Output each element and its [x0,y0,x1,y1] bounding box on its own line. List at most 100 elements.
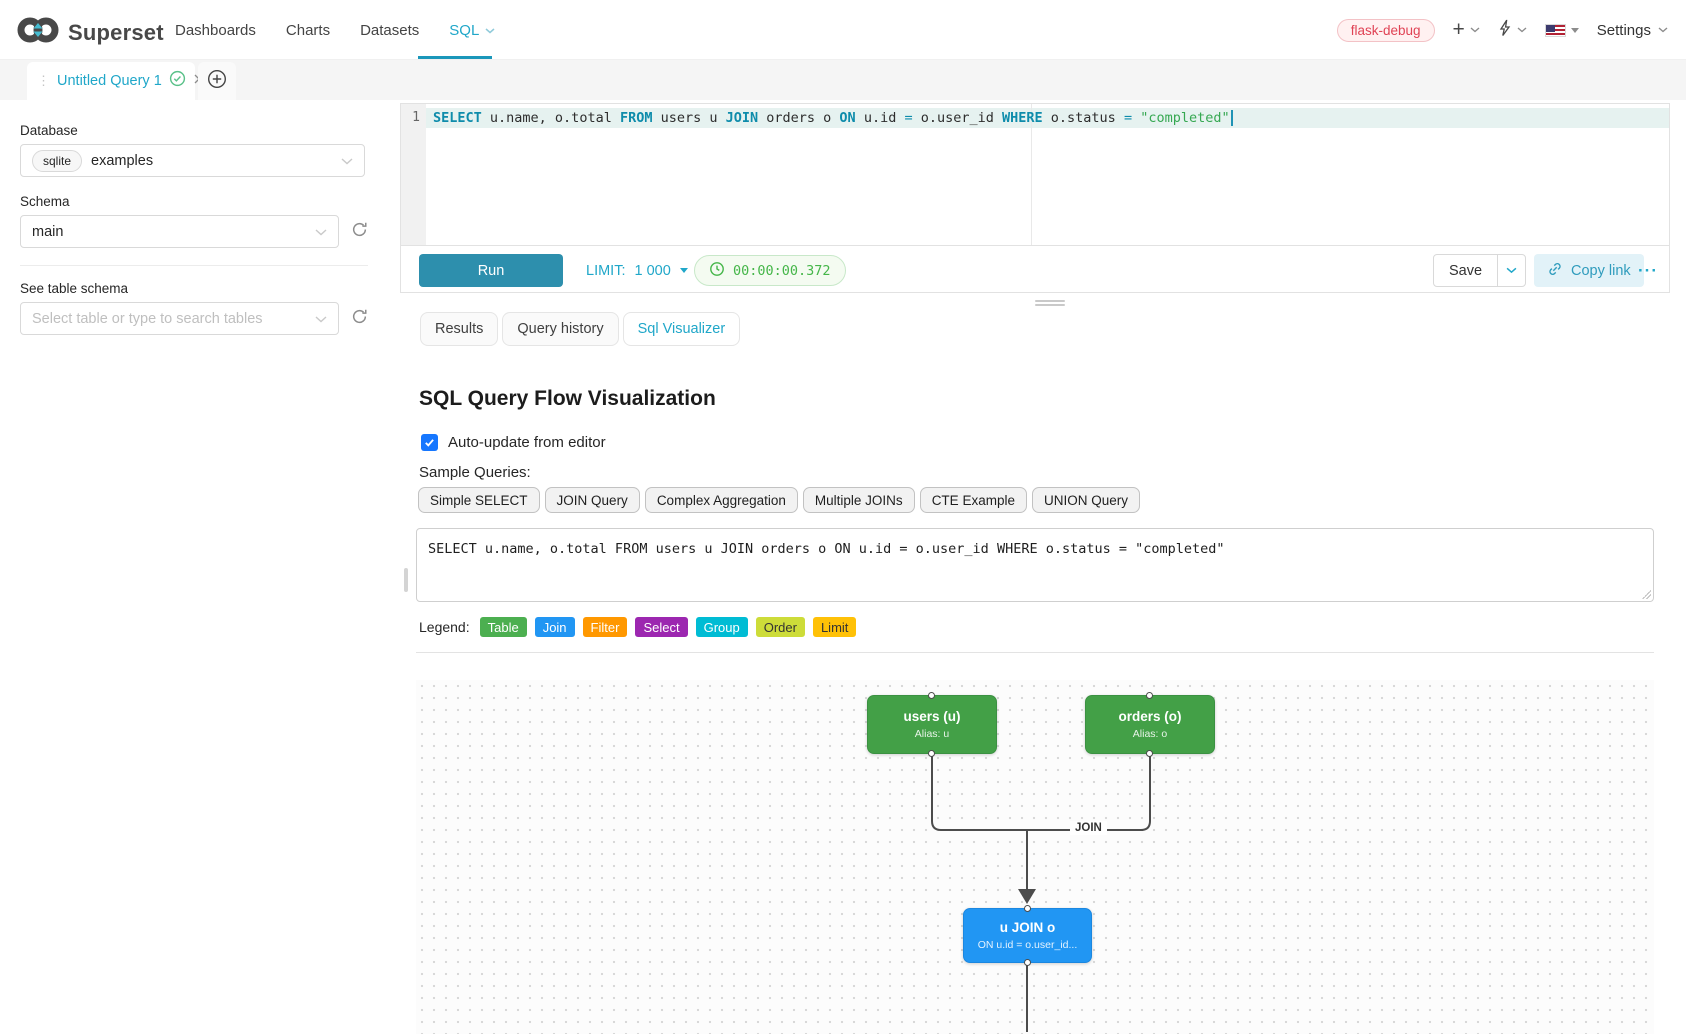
node-handle-top[interactable] [1023,905,1031,912]
sql-token: FROM [619,110,653,126]
environment-badge: flask-debug [1336,18,1435,42]
checkbox-checked-icon[interactable] [421,434,438,451]
sample-button-complex-aggregation[interactable]: Complex Aggregation [644,487,798,513]
sql-token: ON [839,110,856,126]
database-select[interactable]: sqlite examples [20,144,365,177]
flow-canvas[interactable]: JOIN users (u)Alias: u orders (o) Alias: o… [416,680,1654,1034]
caret-down-icon [679,268,688,273]
new-query-tab-button[interactable] [198,62,236,100]
nav-item-label: Datasets [360,21,420,39]
limit-value: 1 000 [634,262,671,279]
sample-button-join-query[interactable]: JOIN Query [544,487,640,513]
sql-token: u.id [855,110,905,126]
sql-token: u.name, o.total [481,110,620,126]
chevron-down-icon [341,153,353,169]
query-timer: 00:00:00.372 [694,255,846,286]
table-select[interactable]: Select table or type to search tables [20,302,339,335]
save-button[interactable]: Save [1433,254,1498,287]
nav-item-dashboards[interactable]: Dashboards [175,22,256,39]
node-title: orders (o) [1118,709,1182,724]
nav-item-sql[interactable]: SQL [449,22,495,39]
node-title: users (u) [903,709,961,724]
line-number: 1 [412,110,420,125]
query-tab-untitled-query-1[interactable]: ⋮ Untitled Query 1 [27,62,204,100]
table-schema-label: See table schema [20,281,129,296]
chevron-down-icon [1517,27,1527,33]
sql-token: = [904,110,913,126]
editor-active-line [426,108,1669,128]
node-handle-bottom[interactable] [1146,750,1153,757]
database-label: Database [20,123,78,138]
lightning-icon [1498,19,1512,42]
copy-link-button[interactable]: Copy link [1534,254,1644,287]
drag-handle-icon[interactable]: ⋮ [37,73,50,88]
database-value: examples [91,152,154,169]
sql-editor-panel[interactable]: 1 SELECT u.name, o.total FROM users u JO… [400,103,1670,293]
pane-resize-handle[interactable] [1035,300,1065,307]
plus-circle-icon [207,69,227,94]
legend-label: Legend: [419,619,470,635]
chevron-down-icon [315,224,327,240]
new-item-dropdown[interactable]: + [1453,19,1480,40]
flow-node-users[interactable]: users (u)Alias: u [867,692,997,757]
sql-token: orders o [758,110,840,126]
more-options-button[interactable]: ··· [1638,260,1658,280]
clock-icon [709,261,725,281]
limit-dropdown[interactable]: LIMIT: 1 000 [586,254,688,287]
link-icon [1547,261,1563,281]
node-handle-top[interactable] [928,692,935,699]
schema-label: Schema [20,194,70,209]
query-status-dropdown[interactable] [1498,19,1527,42]
chevron-down-icon [485,28,495,34]
query-textarea[interactable]: SELECT u.name, o.total FROM users u JOIN… [416,528,1654,602]
sql-token [1132,110,1140,126]
tab-query-history[interactable]: Query history [502,312,619,346]
sidebar-resize-handle[interactable] [404,568,408,592]
sql-token: WHERE [1002,110,1043,126]
flow-node-orders[interactable]: orders (o) Alias: o [1085,692,1215,757]
legend-chip-filter: Filter [582,617,628,637]
sql-token: = [1123,110,1133,126]
editor-print-margin [1031,104,1032,245]
auto-update-checkbox-row[interactable]: Auto-update from editor [421,434,606,451]
nav-item-datasets[interactable]: Datasets [360,22,419,39]
superset-logo[interactable]: Superset [16,13,164,52]
settings-menu[interactable]: Settings [1597,22,1668,39]
sql-token: o.user_id [912,110,1003,126]
node-handle-top[interactable] [1146,692,1153,699]
node-handle-bottom[interactable] [928,750,935,757]
sql-code-line[interactable]: SELECT u.name, o.total FROM users u JOIN… [433,108,1233,128]
legend-chip-order: Order [755,617,805,637]
schema-select[interactable]: main [20,215,339,248]
refresh-schemas-icon[interactable] [351,221,368,243]
sql-token: "completed" [1140,110,1230,126]
top-navbar: Superset Dashboards Charts Datasets SQL fla… [0,0,1686,60]
sample-button-simple-select[interactable]: Simple SELECT [418,487,540,513]
editor-toolbar: Run LIMIT: 1 000 00:00:00.372 Save Copy … [401,245,1669,292]
chevron-down-icon [1658,27,1668,33]
sample-button-cte-example[interactable]: CTE Example [919,487,1027,513]
language-picker[interactable] [1544,23,1579,37]
save-dropdown-button[interactable] [1497,254,1526,287]
legend-chip-table: Table [479,617,527,637]
node-subtitle: ON u.id = o.user_id... [977,939,1078,951]
nav-item-charts[interactable]: Charts [286,22,330,39]
query-tab-title: Untitled Query 1 [57,73,162,89]
join-edge-label: JOIN [1070,821,1107,835]
node-subtitle: Alias: o [1132,728,1168,740]
node-handle-bottom[interactable] [1023,959,1031,966]
sample-button-union-query[interactable]: UNION Query [1031,487,1140,513]
caret-down-icon [1570,27,1579,33]
tab-sql-visualizer[interactable]: Sql Visualizer [622,312,741,346]
run-query-button[interactable]: Run [419,254,563,287]
sql-token: JOIN [725,110,759,126]
legend-chip-select: Select [635,617,688,637]
sample-button-multiple-joins[interactable]: Multiple JOINs [802,487,915,513]
tab-results[interactable]: Results [420,312,499,346]
settings-label: Settings [1596,21,1651,39]
us-flag-icon [1544,23,1566,37]
refresh-tables-icon[interactable] [351,308,368,330]
sidebar-divider [20,265,368,266]
legend-chip-group: Group [695,617,748,637]
